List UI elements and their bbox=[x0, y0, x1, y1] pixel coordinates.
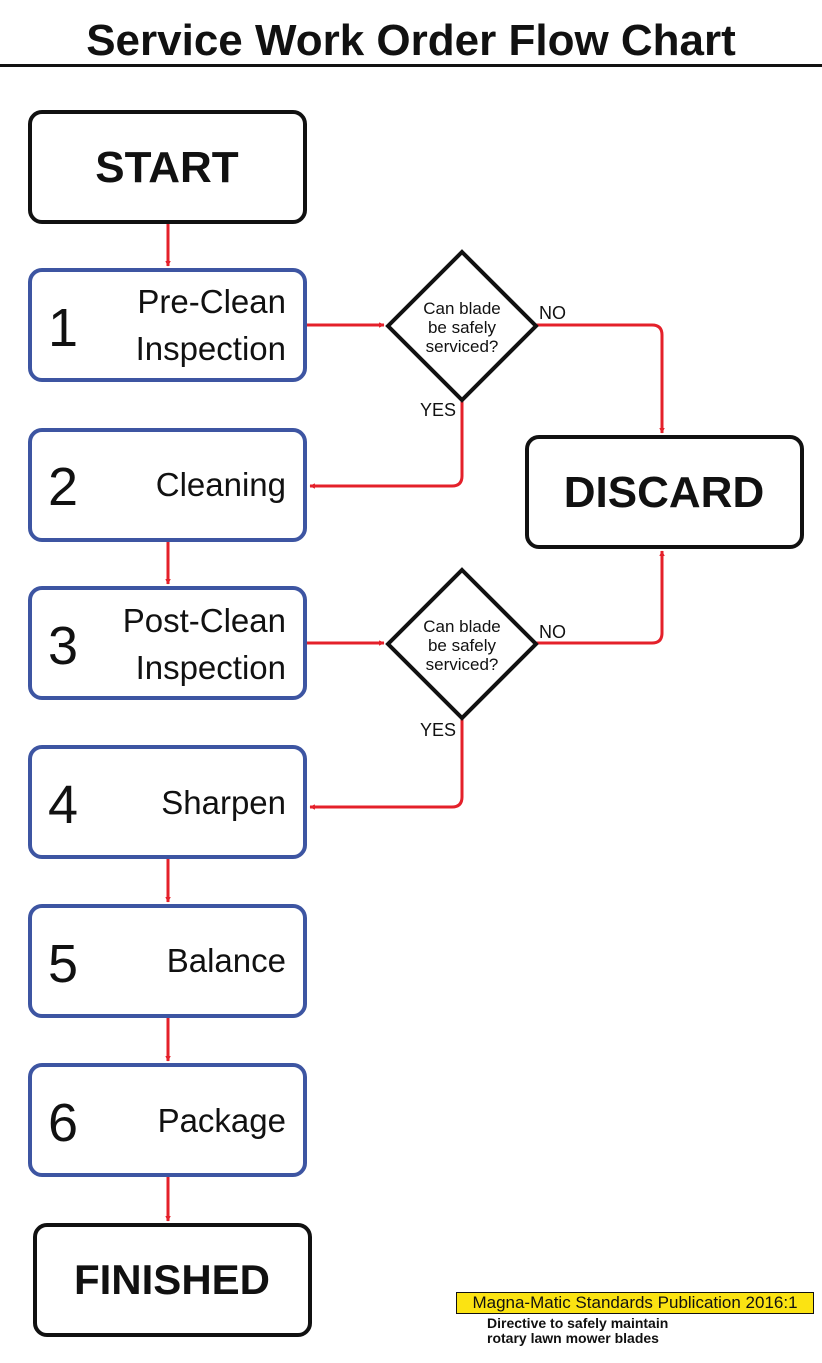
decision-line-2: be safely bbox=[428, 318, 497, 337]
decision-no-label: NO bbox=[539, 622, 566, 642]
decision-line-1: Can blade bbox=[423, 617, 501, 636]
decision-line-2: be safely bbox=[428, 636, 497, 655]
step-label-line-2: Inspection bbox=[136, 330, 286, 367]
step-label: Sharpen bbox=[161, 784, 286, 821]
step-6-package: 6 Package bbox=[28, 1063, 307, 1177]
step-2-cleaning: 2 Cleaning bbox=[28, 428, 307, 542]
step-4-sharpen: 4 Sharpen bbox=[28, 745, 307, 859]
arrow-decision-1-no-to-discard bbox=[536, 323, 665, 434]
publication-subtitle-line-1: Directive to safely maintain bbox=[487, 1315, 669, 1331]
start-terminal: START bbox=[28, 110, 307, 224]
discard-label: DISCARD bbox=[564, 468, 764, 517]
step-label-line-1: Pre-Clean bbox=[137, 283, 286, 320]
step-number: 6 bbox=[48, 1093, 78, 1153]
decision-yes-label: YES bbox=[420, 400, 456, 420]
step-label: Cleaning bbox=[156, 466, 286, 503]
start-label: START bbox=[95, 143, 239, 192]
step-label-line-1: Post-Clean bbox=[123, 602, 286, 639]
decision-line-1: Can blade bbox=[423, 299, 501, 318]
arrow-decision-1-yes-to-step-2 bbox=[309, 400, 464, 489]
decision-line-3: serviced? bbox=[426, 655, 499, 674]
step-label: Package bbox=[158, 1102, 286, 1139]
decision-line-3: serviced? bbox=[426, 337, 499, 356]
step-label-line-2: Inspection bbox=[136, 649, 286, 686]
decision-1: Can blade be safely serviced? NO YES bbox=[385, 249, 566, 420]
decision-yes-label: YES bbox=[420, 720, 456, 740]
connectors bbox=[165, 224, 665, 1222]
decision-no-label: NO bbox=[539, 303, 566, 323]
discard-terminal: DISCARD bbox=[525, 435, 804, 549]
step-number: 1 bbox=[48, 298, 78, 358]
finished-terminal: FINISHED bbox=[33, 1223, 312, 1337]
step-number: 2 bbox=[48, 457, 78, 517]
page-title: Service Work Order Flow Chart bbox=[86, 16, 736, 65]
arrow-decision-2-no-to-discard bbox=[536, 550, 665, 645]
decision-2: Can blade be safely serviced? NO YES bbox=[385, 567, 566, 740]
step-number: 3 bbox=[48, 616, 78, 676]
step-1-pre-clean-inspection: 1 Pre-Clean Inspection bbox=[28, 268, 307, 382]
publication-subtitle-line-2: rotary lawn mower blades bbox=[487, 1330, 659, 1346]
step-number: 5 bbox=[48, 934, 78, 994]
step-label: Balance bbox=[167, 942, 286, 979]
arrow-decision-2-yes-to-step-4 bbox=[309, 718, 464, 810]
step-3-post-clean-inspection: 3 Post-Clean Inspection bbox=[28, 586, 307, 700]
title-underline bbox=[0, 64, 822, 67]
step-number: 4 bbox=[48, 775, 78, 835]
finished-label: FINISHED bbox=[74, 1256, 270, 1303]
publication-badge: Magna-Matic Standards Publication 2016:1 bbox=[456, 1292, 814, 1314]
step-5-balance: 5 Balance bbox=[28, 904, 307, 1018]
